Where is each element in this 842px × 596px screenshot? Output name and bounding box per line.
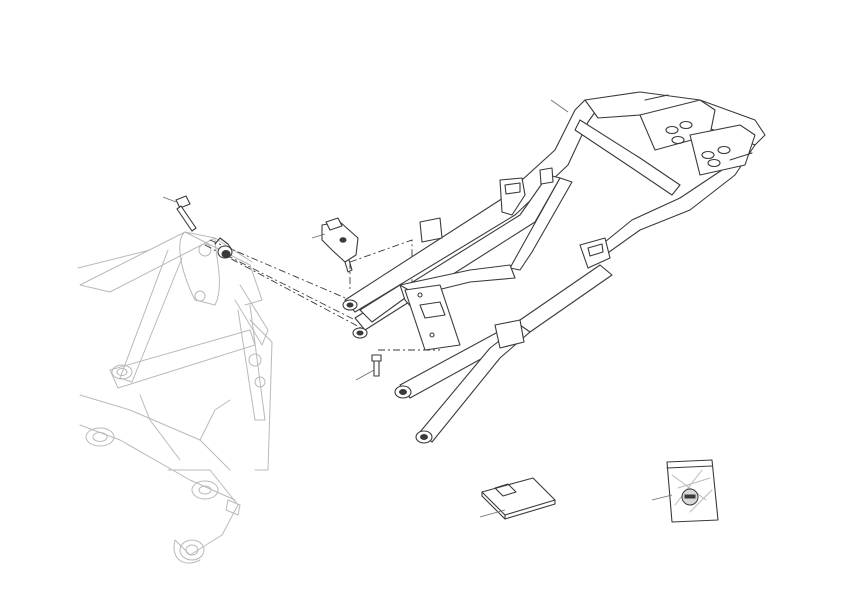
subframe-leader [550,99,569,113]
bolt-upper [162,195,197,232]
mounting-bracket [311,217,359,273]
rear-subframe [342,91,766,444]
main-frame [77,231,273,564]
instruction-sheet [479,477,556,520]
bolt-lower [355,354,382,381]
ducati-pouch [651,459,719,523]
bushing [214,237,233,259]
assembly-dashed-lines [204,239,440,351]
